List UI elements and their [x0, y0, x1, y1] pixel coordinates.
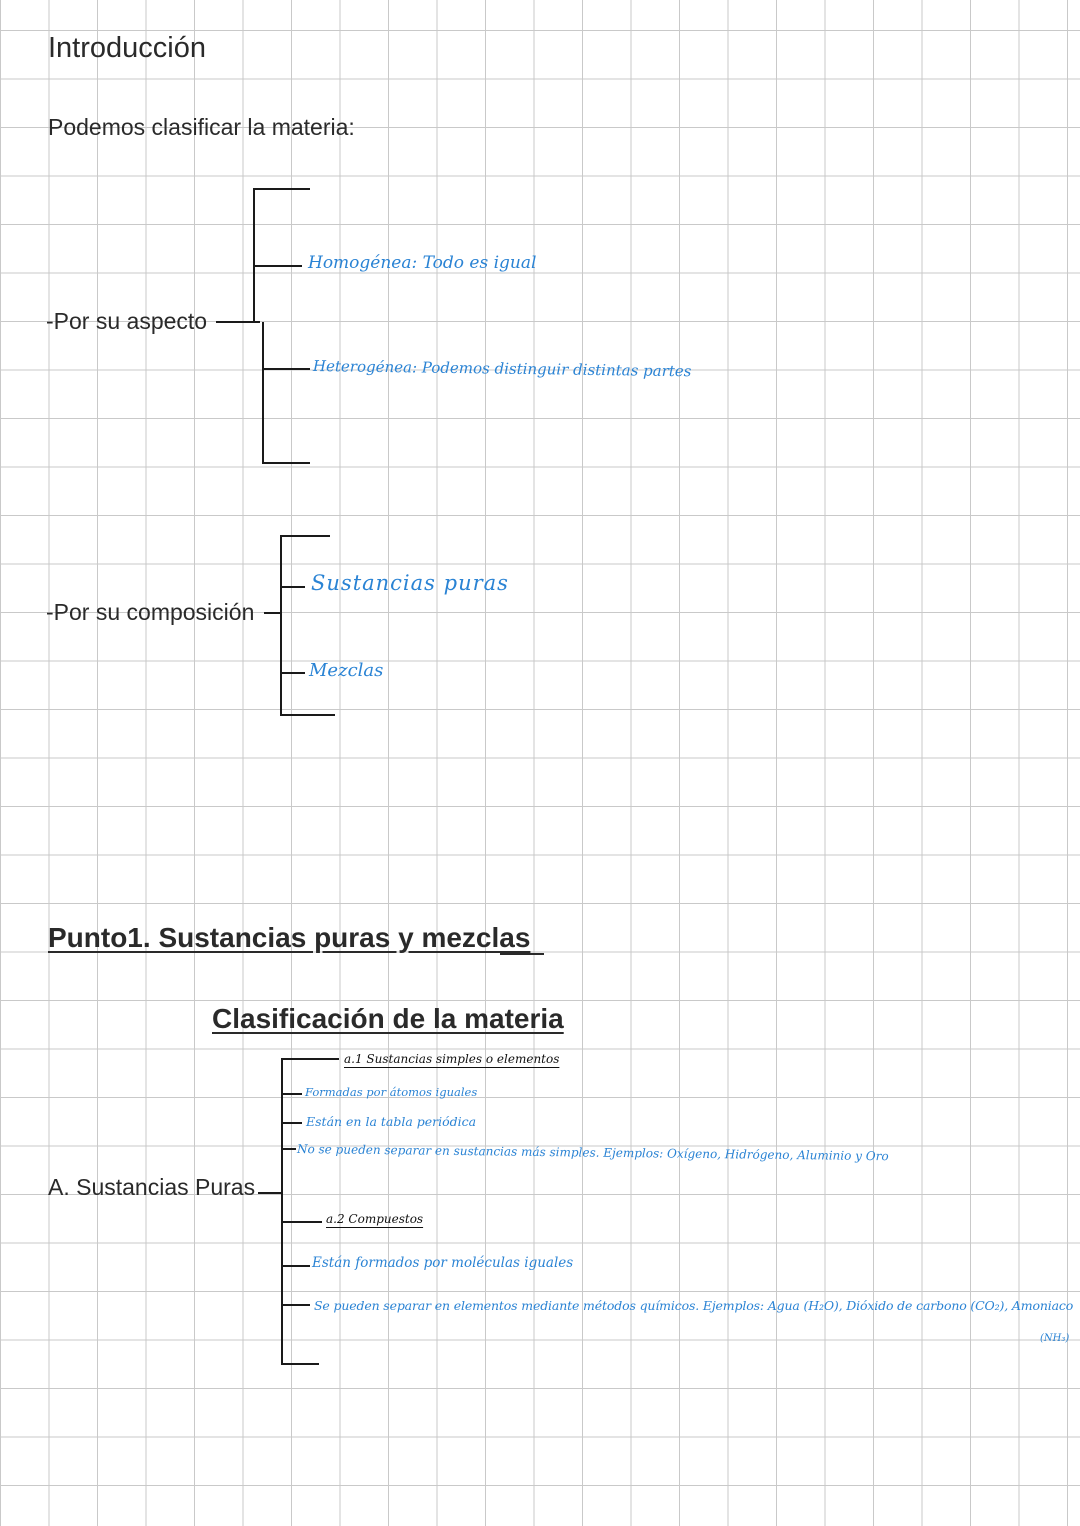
- aspecto-connector: [216, 321, 260, 323]
- composicion-bracket-bottom: [280, 714, 335, 716]
- composicion-item-sustancias: Sustancias puras: [311, 571, 509, 595]
- aspecto-branch-1: [254, 265, 302, 267]
- composicion-label: -Por su composición: [46, 599, 255, 625]
- a2-branch-heading: [282, 1221, 322, 1223]
- a1-item-tabla: Están en la tabla periódica: [306, 1114, 477, 1129]
- aspecto-bracket-bottom: [262, 462, 310, 464]
- pure-bracket-spine: [281, 1058, 283, 1365]
- punto1-title: Punto1. Sustancias puras y mezclas: [48, 922, 531, 953]
- aspecto-bracket-spine-lower: [262, 322, 264, 463]
- a2-item-moleculas: Están formados por moléculas iguales: [312, 1255, 574, 1271]
- a1-heading: a.1 Sustancias simples o elementos: [344, 1052, 560, 1066]
- punto1-title-underline-extension: [500, 953, 544, 955]
- a1-branch-2: [282, 1122, 302, 1124]
- a2-heading: a.2 Compuestos: [326, 1212, 424, 1226]
- composicion-bracket-top: [280, 535, 330, 537]
- sustancias-puras-connector: [258, 1192, 282, 1194]
- a1-item-formadas: Formadas por átomos iguales: [305, 1085, 478, 1099]
- a2-item-separar: Se pueden separar en elementos mediante …: [314, 1298, 1074, 1313]
- composicion-item-mezclas: Mezclas: [309, 660, 384, 681]
- pure-bracket-top: [281, 1058, 339, 1060]
- aspecto-branch-2: [262, 368, 310, 370]
- composicion-connector: [264, 612, 282, 614]
- composicion-bracket-spine: [280, 535, 282, 716]
- composicion-branch-1: [281, 586, 305, 588]
- intro-title: Introducción: [48, 32, 206, 64]
- aspecto-bracket-top: [253, 188, 310, 190]
- a2-item-nh3: (NH₃): [1040, 1333, 1070, 1344]
- composicion-branch-2: [281, 672, 305, 674]
- a1-branch-1: [282, 1093, 302, 1095]
- aspecto-item-heterogenea: Heterogénea: Podemos distinguir distinta…: [312, 357, 692, 381]
- a1-item-no-separar: No se pueden separar en sustancias más s…: [296, 1142, 889, 1164]
- clasificacion-title: Clasificación de la materia: [212, 1003, 564, 1034]
- sustancias-puras-label: A. Sustancias Puras: [48, 1174, 256, 1200]
- aspecto-item-homogenea: Homogénea: Todo es igual: [308, 253, 537, 273]
- a1-branch-3: [282, 1148, 296, 1150]
- aspecto-bracket-spine-upper: [253, 188, 255, 323]
- intro-lead: Podemos clasificar la materia:: [48, 114, 355, 140]
- a2-branch-1: [282, 1265, 310, 1267]
- a2-branch-2: [282, 1304, 310, 1306]
- aspecto-label: -Por su aspecto: [46, 308, 208, 334]
- pure-bracket-bottom: [281, 1363, 319, 1365]
